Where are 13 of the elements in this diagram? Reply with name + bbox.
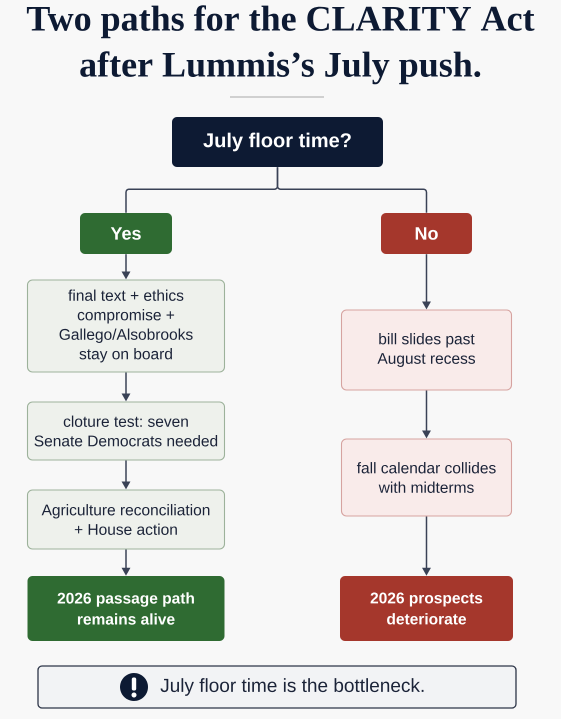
connector-line: [276, 167, 428, 213]
title: Two paths for the CLARITY Act after Lummis’s July push.: [26, 5, 534, 84]
branch-box: No: [381, 213, 472, 254]
step-box: cloture test: seven Senate Democrats needed: [26, 401, 226, 461]
outcome-box: 2026 passage path remains alive: [28, 576, 224, 641]
step-box: bill slides past August recess: [340, 309, 512, 391]
step-box: final text + ethics compromise + Gallego/Alsobrooks stay on board: [26, 279, 226, 373]
step-box: Agriculture reconciliation + House action: [26, 489, 226, 550]
callout-box: July floor time is the bottleneck.: [37, 665, 517, 709]
question-box: July floor time?: [172, 117, 383, 167]
step-box: fall calendar collides with midterms: [340, 438, 512, 517]
branch-box: Yes: [80, 213, 172, 254]
outcome-box: 2026 prospects deteriorate: [340, 576, 513, 641]
